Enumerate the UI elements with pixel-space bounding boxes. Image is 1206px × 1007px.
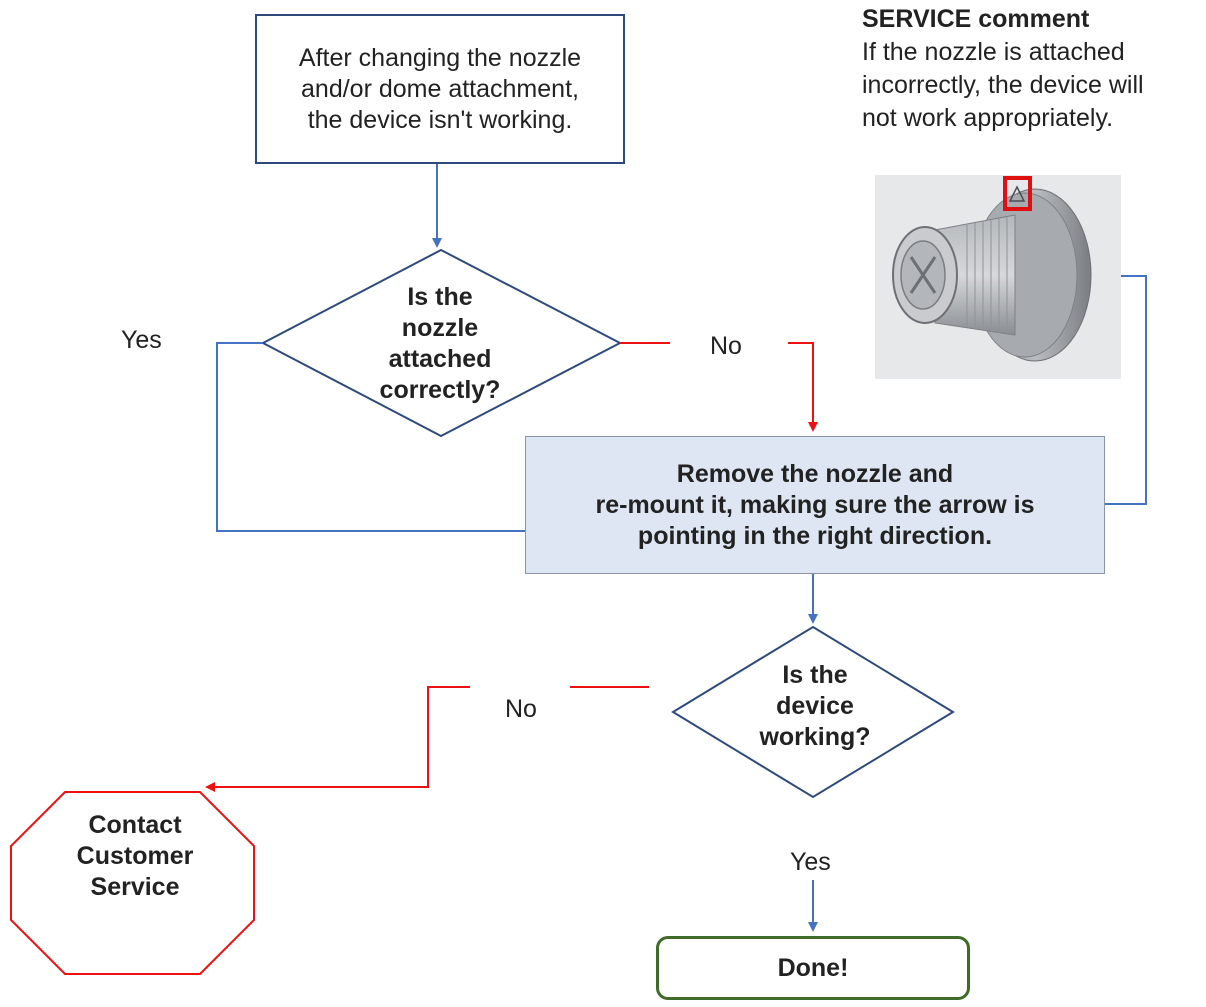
done-box: Done! (656, 936, 970, 1000)
q2-yes-label: Yes (790, 848, 831, 876)
contact-line-2: Customer (76, 842, 194, 870)
decision-diamond-device (671, 625, 955, 799)
action-line-1: Remove the nozzle and (676, 459, 954, 488)
decision-diamond-nozzle (260, 248, 623, 438)
q1-line-4: correctly? (379, 376, 501, 404)
stop-octagon (10, 791, 255, 975)
nozzle-part-icon (892, 176, 1092, 362)
start-text-line-3: the device isn't working. (307, 105, 573, 134)
q2-no-label: No (505, 695, 537, 723)
connector-q1-no-b (788, 342, 818, 432)
action-line-3: pointing in the right direction. (637, 521, 993, 550)
service-comment-title: SERVICE comment (862, 5, 1090, 33)
done-label: Done! (777, 953, 849, 982)
contact-line-3: Service (90, 873, 180, 901)
q1-line-3: attached (388, 345, 492, 373)
service-comment-line-2: incorrectly, the device will (862, 71, 1144, 99)
start-text-line-2: and/or dome attachment, (301, 74, 579, 103)
q1-line-1: Is the (407, 283, 473, 311)
q2-line-3: working? (759, 723, 871, 751)
q1-line-2: nozzle (401, 314, 479, 342)
connector-q1-yes (216, 342, 525, 532)
decision-nozzle-question: Is the nozzle attached correctly? (330, 282, 550, 406)
action-line-2: re-mount it, making sure the arrow is (595, 490, 1035, 519)
service-comment-line-3: not work appropriately. (862, 104, 1114, 132)
action-box-remount: Remove the nozzle and re-mount it, makin… (525, 436, 1105, 574)
q2-line-2: device (776, 692, 854, 720)
q2-line-1: Is the (782, 661, 848, 689)
start-box: After changing the nozzle and/or dome at… (255, 14, 625, 164)
decision-device-question: Is the device working? (720, 660, 910, 753)
q1-no-label: No (710, 332, 742, 360)
contact-customer-service: Contact Customer Service (50, 810, 220, 903)
contact-line-1: Contact (88, 811, 182, 839)
service-comment: SERVICE comment If the nozzle is attache… (862, 3, 1202, 135)
q1-yes-label: Yes (121, 326, 162, 354)
nozzle-part-image (875, 175, 1121, 379)
start-text-line-1: After changing the nozzle (298, 43, 582, 72)
connector-q2-no-b (205, 686, 470, 792)
connector-action-to-image (1098, 271, 1147, 505)
service-comment-line-1: If the nozzle is attached (862, 38, 1125, 66)
